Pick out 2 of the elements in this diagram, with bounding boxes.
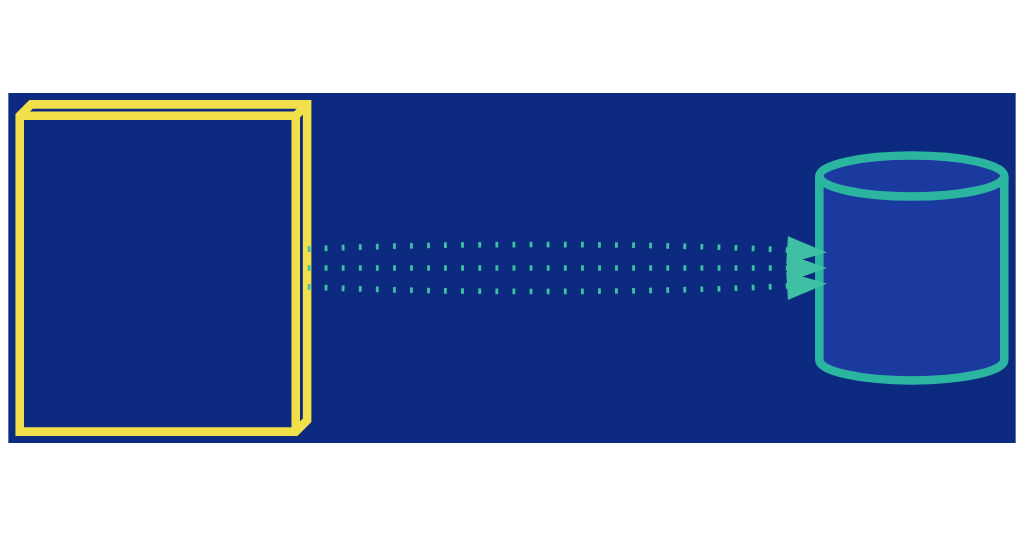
arrow (307, 272, 827, 300)
arrow (307, 236, 827, 264)
